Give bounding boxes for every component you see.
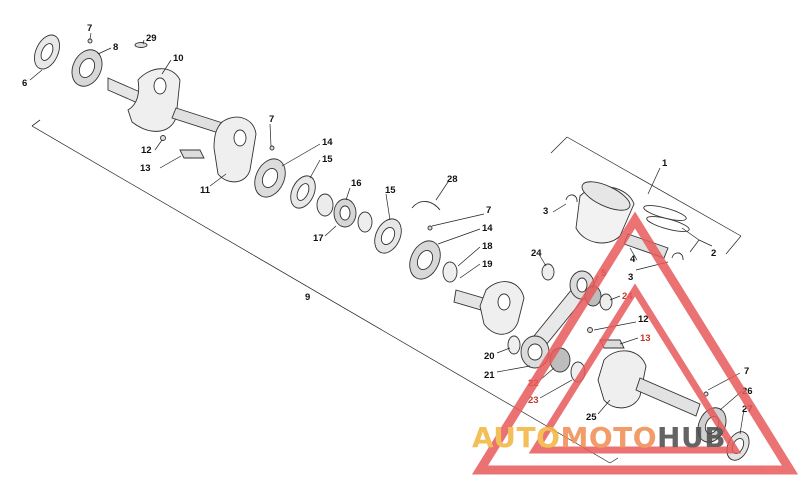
callout-21: 21 <box>484 370 495 381</box>
callout-20: 20 <box>484 351 495 362</box>
callout-12: 12 <box>141 145 152 156</box>
pin-12b <box>587 327 593 333</box>
washer-17 <box>357 211 373 233</box>
bearing-26 <box>697 407 727 443</box>
callout-8: 8 <box>113 42 118 53</box>
callout-7: 7 <box>269 114 274 125</box>
seal-15a <box>290 175 316 209</box>
callout-4: 4 <box>630 254 636 265</box>
seal-15b <box>374 218 402 254</box>
washer-24b <box>599 293 613 311</box>
callout-19: 19 <box>482 259 493 270</box>
bracket-9 <box>31 119 619 464</box>
washer-20 <box>507 335 521 355</box>
watermark: AUTOMOTOHUB <box>471 211 799 475</box>
callout-14: 14 <box>322 137 333 148</box>
callout-9: 9 <box>305 292 310 303</box>
circlip-3b <box>671 252 684 261</box>
bearing-14a <box>254 158 286 198</box>
pin-7b <box>269 145 275 151</box>
bracket-1 <box>550 136 742 255</box>
callout-1: 1 <box>662 158 668 169</box>
callout-3: 3 <box>628 272 633 283</box>
watermark-text: AUTOMOTOHUB <box>472 421 726 454</box>
callout-7: 7 <box>486 205 491 216</box>
crank-half-11 <box>213 116 257 183</box>
pin-7c <box>427 225 433 231</box>
callout-28: 28 <box>447 174 458 185</box>
spacer-16 <box>316 193 357 228</box>
crank-seal-6 <box>34 34 60 70</box>
callout-2: 2 <box>711 248 716 259</box>
callout-17: 17 <box>313 233 324 244</box>
washer-18 <box>442 261 458 283</box>
callout-6: 6 <box>22 78 27 89</box>
callout-16: 16 <box>351 178 362 189</box>
crank-half-10 <box>107 68 233 137</box>
callout-11: 11 <box>200 185 211 196</box>
clip-28 <box>411 201 441 211</box>
callout-3: 3 <box>543 206 548 217</box>
callout-7: 7 <box>87 23 92 34</box>
callout-24: 24 <box>531 248 542 259</box>
callout-29: 29 <box>146 33 157 44</box>
callout-13: 13 <box>640 333 651 344</box>
callout-7: 7 <box>744 366 749 377</box>
crank-half-25 <box>597 350 701 417</box>
bearing-14b <box>409 240 441 280</box>
circlip-3a <box>565 194 578 203</box>
callout-12: 12 <box>638 314 649 325</box>
pin-7a <box>87 38 93 44</box>
watermark-triangle-outer <box>471 211 799 475</box>
callout-10: 10 <box>173 53 184 64</box>
callout-18: 18 <box>482 241 493 252</box>
piston <box>575 181 635 244</box>
callout-15: 15 <box>385 185 396 196</box>
callout-25: 25 <box>586 412 597 423</box>
pin-12a <box>160 135 166 141</box>
bracket-2 <box>681 227 713 253</box>
piston-rings-2 <box>643 205 690 232</box>
callout-26: 26 <box>742 386 753 397</box>
callout-14: 14 <box>482 223 493 234</box>
washer-24a <box>541 263 555 281</box>
callout-15: 15 <box>322 154 333 165</box>
callout-23: 23 <box>528 395 539 406</box>
callout-13: 13 <box>140 163 151 174</box>
bearing-8 <box>71 49 103 87</box>
crank-shaft-19 <box>453 281 525 335</box>
key-29 <box>134 42 148 48</box>
key-13a <box>179 149 205 159</box>
watermark-triangle-inner <box>528 283 742 454</box>
